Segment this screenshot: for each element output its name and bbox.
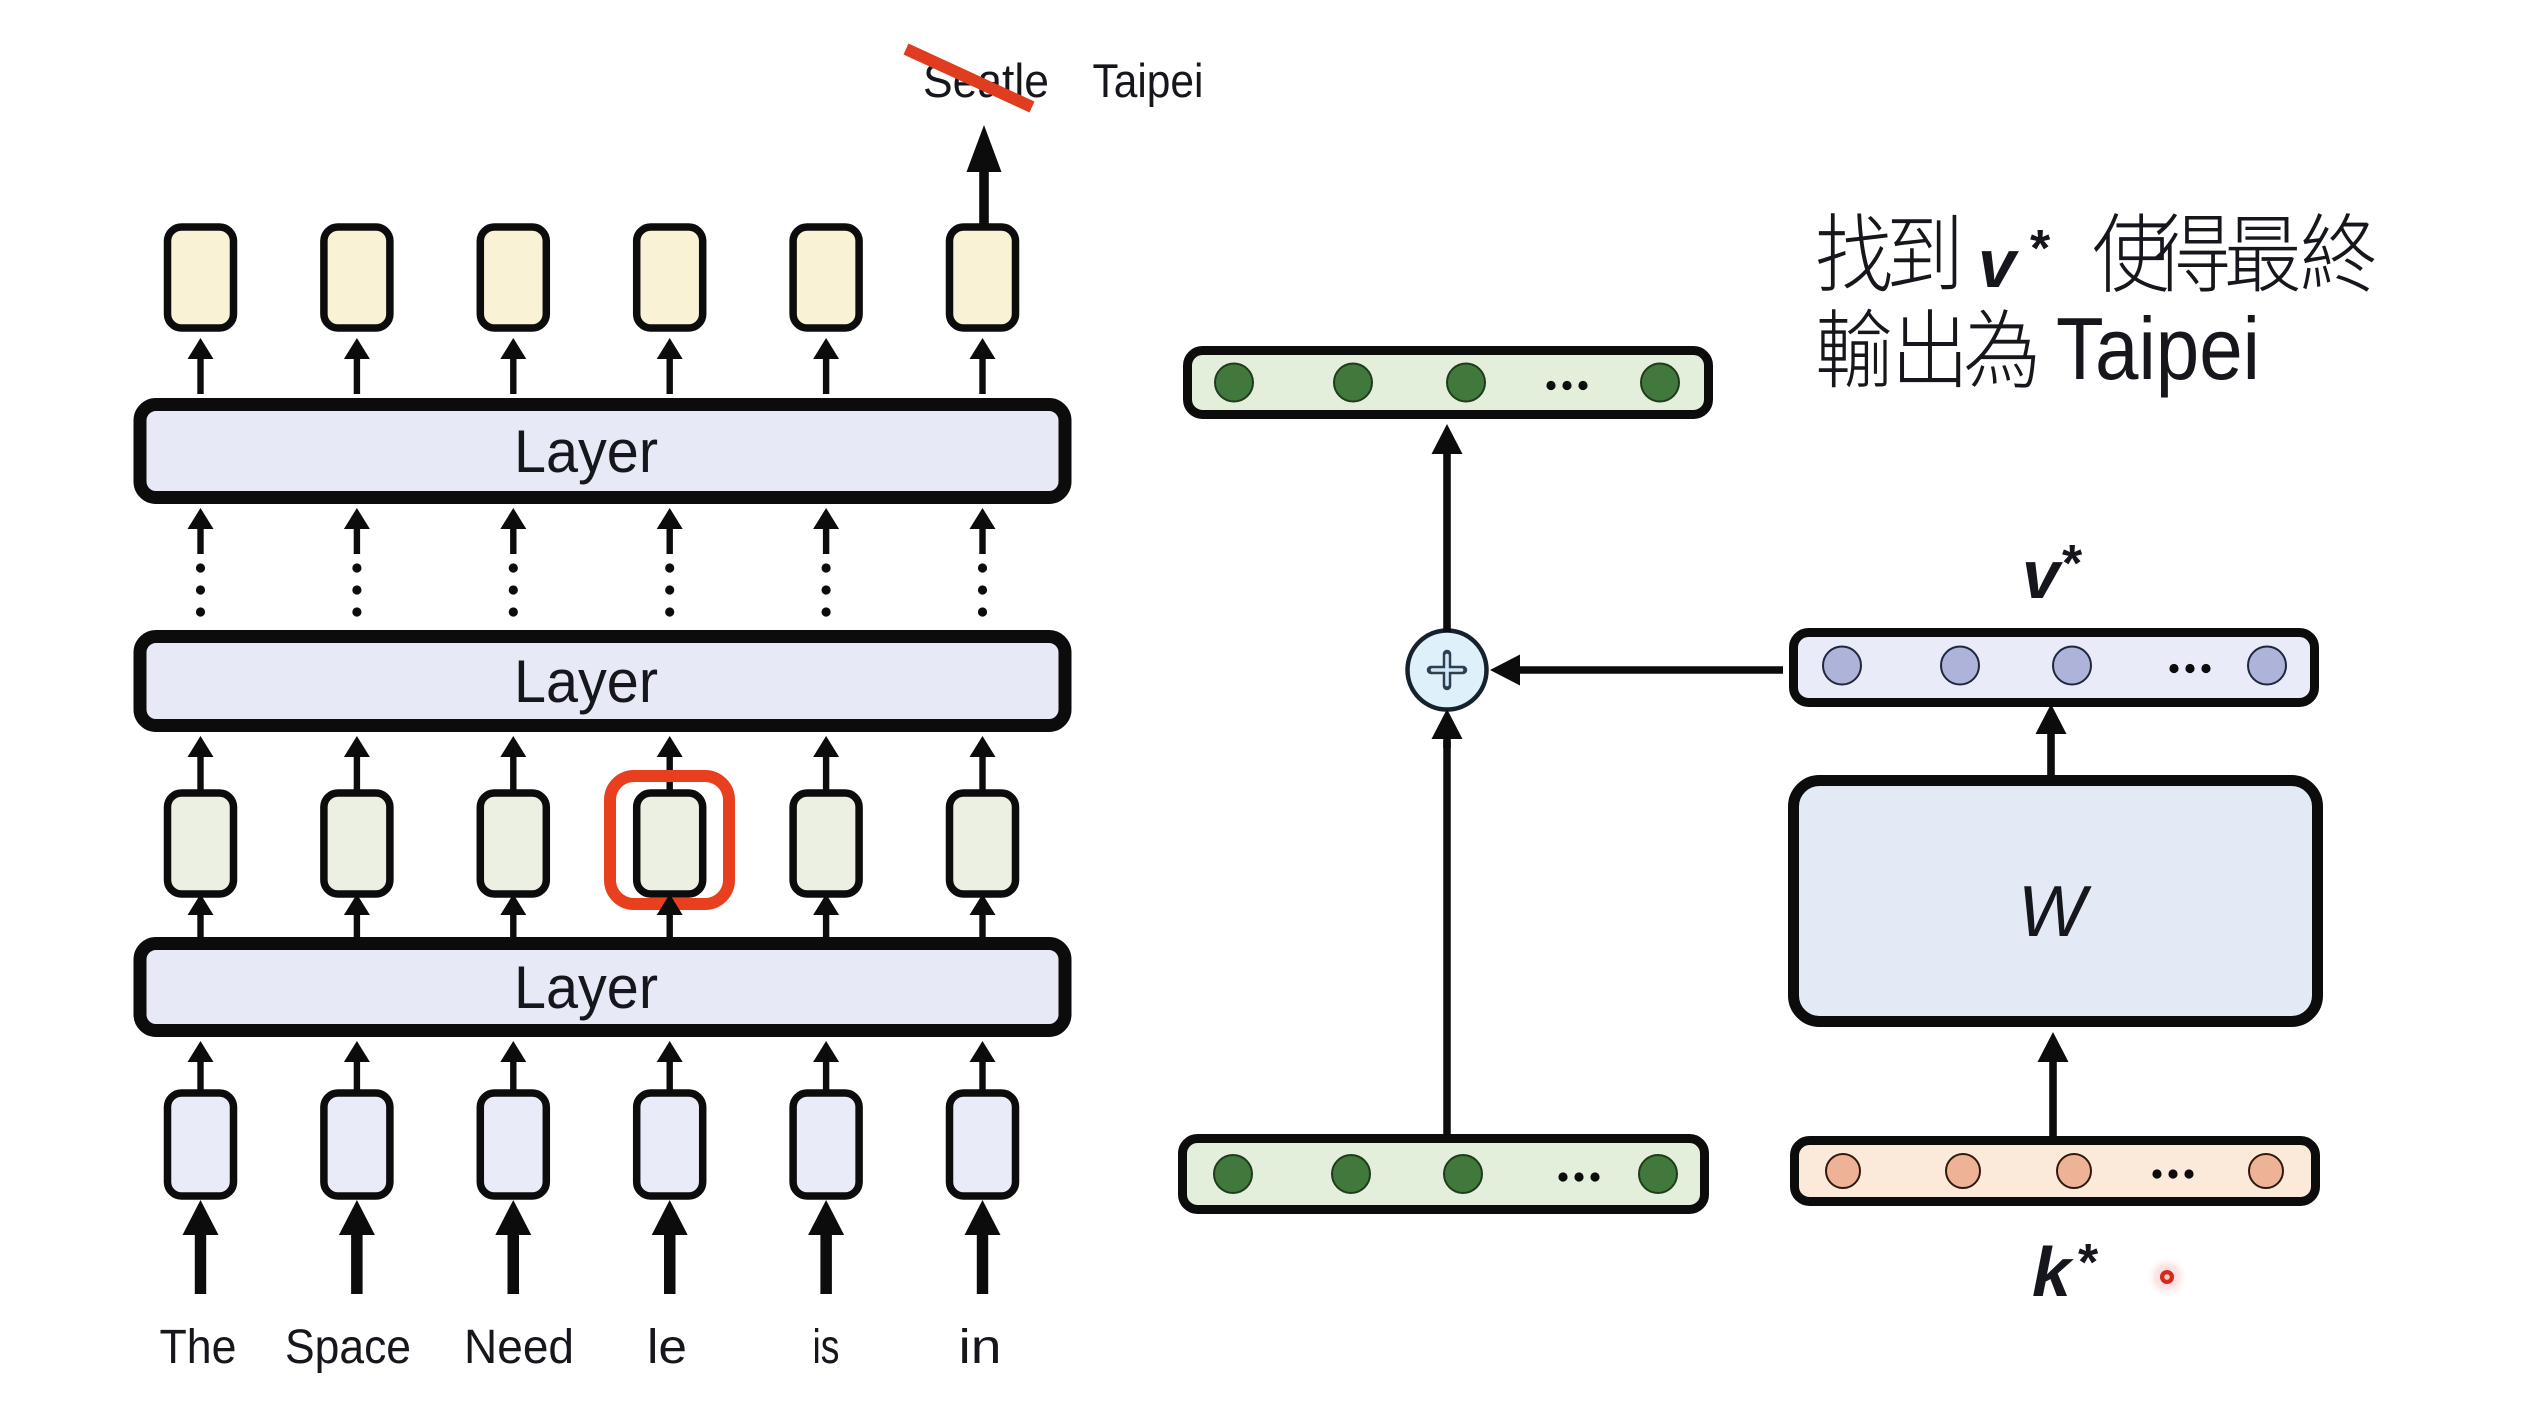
svg-text:Taipei: Taipei bbox=[2056, 299, 2260, 398]
svg-text:Need: Need bbox=[464, 1321, 574, 1374]
svg-text:le: le bbox=[647, 1321, 687, 1374]
svg-text:Layer: Layer bbox=[514, 418, 658, 485]
svg-text:Layer: Layer bbox=[514, 954, 658, 1021]
svg-text:W: W bbox=[2018, 872, 2092, 952]
svg-text:in: in bbox=[959, 1321, 1002, 1374]
svg-text:The: The bbox=[160, 1321, 237, 1374]
svg-text:Layer: Layer bbox=[514, 648, 658, 715]
svg-text:Taipei: Taipei bbox=[1093, 54, 1204, 107]
svg-text:v: v bbox=[1978, 226, 2019, 302]
svg-text:*: * bbox=[2062, 535, 2083, 593]
svg-text:is: is bbox=[813, 1321, 840, 1374]
svg-text:v: v bbox=[2022, 537, 2063, 613]
svg-text:Space: Space bbox=[285, 1321, 411, 1374]
svg-text:*: * bbox=[2078, 1234, 2099, 1292]
svg-text:*: * bbox=[2030, 220, 2051, 278]
svg-text:k: k bbox=[2032, 1233, 2074, 1311]
